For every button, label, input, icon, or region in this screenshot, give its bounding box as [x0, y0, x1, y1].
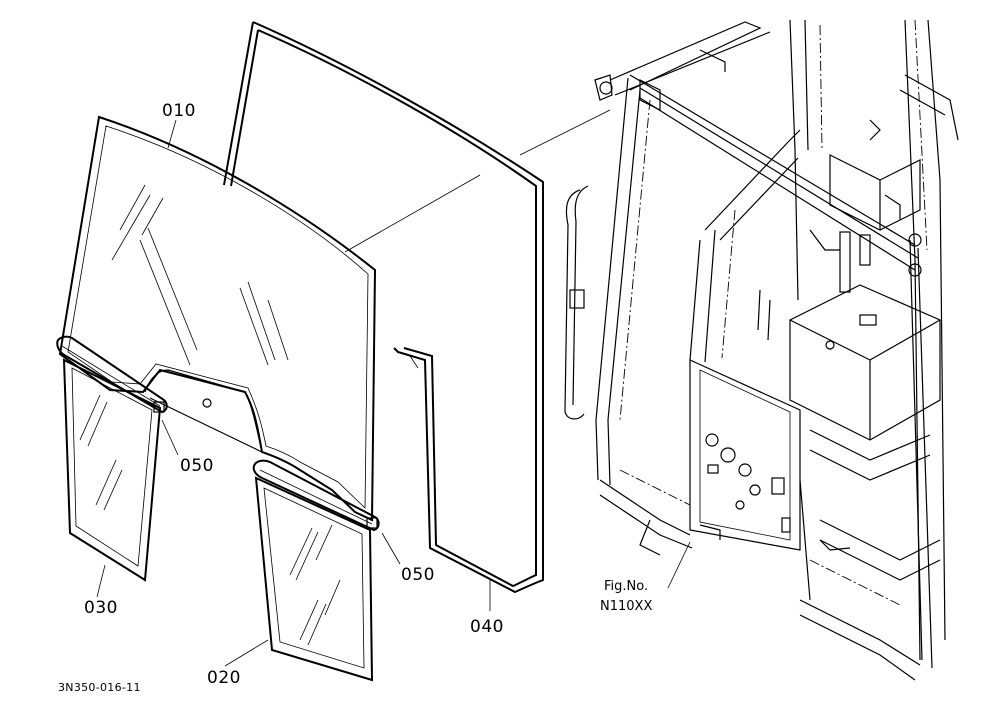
part-number-labels: 010 050 030 020 050 040 Fig.No. N110XX 3… [58, 101, 652, 694]
label-030: 030 [84, 598, 118, 618]
part-050-left-strip [56, 335, 168, 414]
cab-frame-assembly [564, 19, 959, 681]
label-010: 010 [162, 101, 196, 121]
part-010-windshield-glass [58, 115, 377, 522]
mount-hole [202, 398, 212, 408]
label-020: 020 [207, 668, 241, 688]
fig-no-label: Fig.No. [604, 579, 648, 594]
fig-code-label: N110XX [600, 599, 652, 614]
part-040-seal-frame [223, 21, 544, 594]
leader-lines [96, 109, 691, 667]
part-020-right-lower-glass [254, 476, 374, 682]
label-040: 040 [470, 617, 504, 637]
drawing-id: 3N350-016-11 [58, 681, 141, 694]
label-050-right: 050 [401, 565, 435, 585]
label-050-left: 050 [180, 456, 214, 476]
part-030-left-lower-glass [62, 358, 162, 582]
part-050-right-strip [252, 459, 380, 532]
